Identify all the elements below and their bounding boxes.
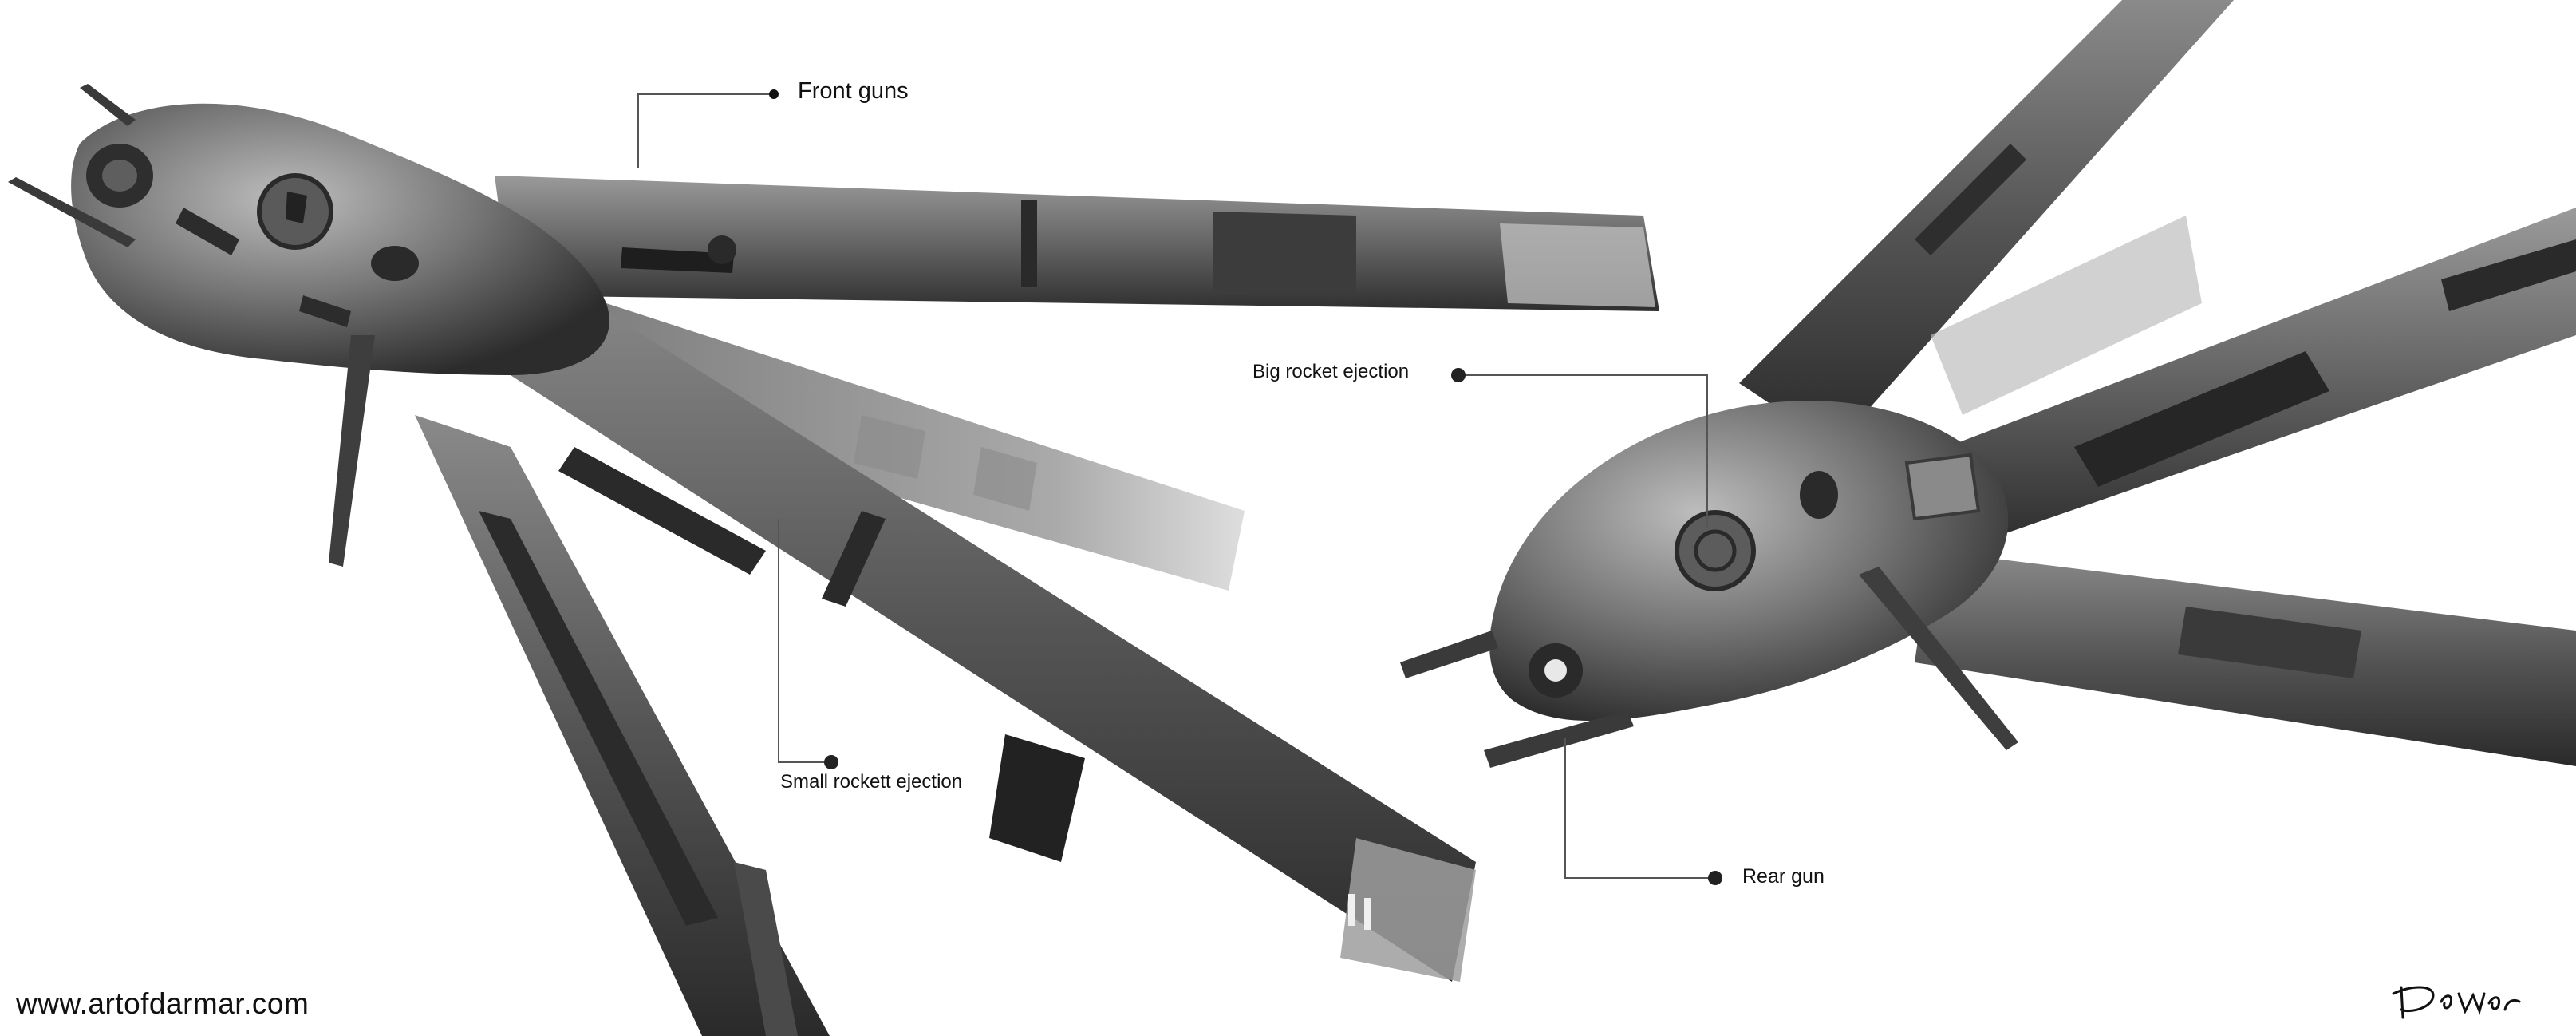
artist-signature — [2392, 986, 2521, 1019]
rear-gun-label: Rear gun — [1742, 865, 1825, 888]
front-guns-label: Front guns — [798, 78, 909, 104]
front-guns-leader-line — [637, 93, 774, 168]
big-rocket-ejection-leader-line — [1458, 374, 1708, 527]
left-ship-body — [71, 103, 609, 375]
right-ship-right-arm — [1947, 208, 2576, 543]
rear-gun — [1484, 710, 1634, 768]
small-rocket-ejection-marker — [824, 755, 838, 769]
right-ship-upper-arm — [1739, 0, 2234, 447]
left-ship-lower-arm — [415, 415, 830, 1036]
left-ship-diagonal-arm — [399, 271, 1476, 982]
big-rocket-ejection-marker — [1451, 368, 1466, 382]
left-ship-middle-arm — [606, 303, 1245, 591]
front-guns-marker — [769, 89, 779, 99]
small-rocket-ejection-label: Small rockett ejection — [780, 771, 963, 793]
right-ship-body — [1489, 401, 2009, 722]
big-rocket-ejection-port — [1675, 510, 1756, 591]
left-ship — [8, 84, 1659, 1036]
rear-gun-leader-line — [1564, 738, 1715, 879]
right-ship-faded-arm — [1931, 216, 2202, 415]
big-rocket-ejection-label: Big rocket ejection — [1252, 361, 1410, 382]
right-ship — [1400, 0, 2576, 885]
small-rocket-ejection-leader-line — [778, 519, 831, 763]
left-ship-antennas — [8, 84, 375, 567]
website-url: www.artofdarmar.com — [16, 987, 310, 1020]
right-ship-lower-arm — [1915, 551, 2576, 766]
right-ship-guns — [1400, 567, 2018, 768]
left-ship-upper-arm — [495, 176, 1659, 311]
rear-gun-marker — [1708, 871, 1722, 885]
